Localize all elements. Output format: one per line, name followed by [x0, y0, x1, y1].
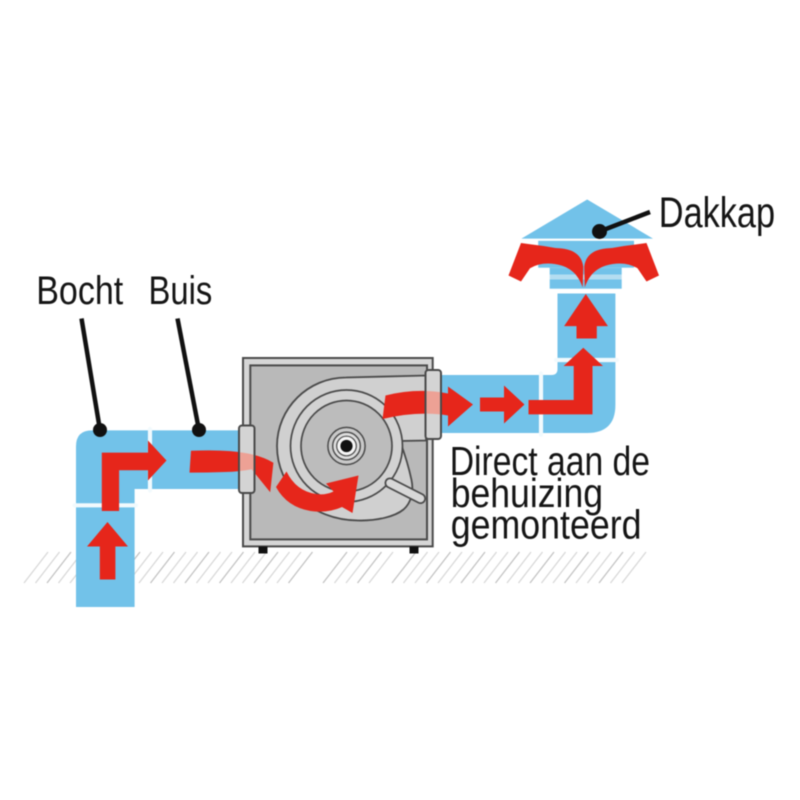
svg-text:gemonteerd: gemonteerd [451, 502, 642, 548]
svg-text:Direct aan de: Direct aan de [450, 438, 650, 484]
svg-text:Bocht: Bocht [36, 267, 124, 312]
svg-text:Dakkap: Dakkap [659, 190, 775, 237]
svg-text:behuizing: behuizing [451, 470, 603, 516]
svg-text:Buis: Buis [149, 268, 213, 313]
